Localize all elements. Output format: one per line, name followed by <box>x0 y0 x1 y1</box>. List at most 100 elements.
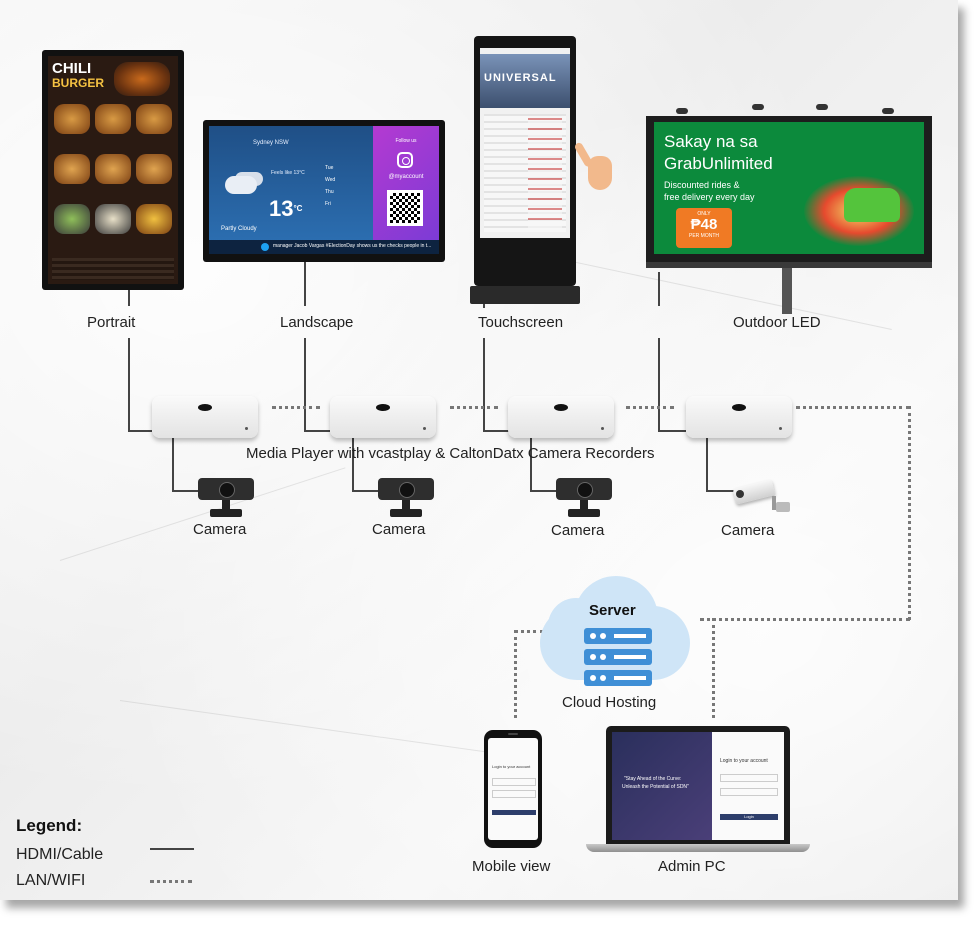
kiosk-hero-text: UNIVERSAL <box>484 72 557 84</box>
feels-like-text: Feels like 13°C <box>271 170 305 176</box>
admin-login-title: Login to your account <box>720 758 768 764</box>
camera-label: Camera <box>193 521 247 538</box>
player-status-led <box>245 427 248 430</box>
news-ticker: manager Jacob Vargas #ElectionDay shows … <box>209 240 439 254</box>
admin-username-field <box>720 774 778 782</box>
menu-title-line2: BURGER <box>52 76 105 90</box>
legend-title: Legend: <box>16 816 83 835</box>
landscape-label: Landscape <box>280 314 354 331</box>
ad-subtext-1: Discounted rides & <box>664 180 740 190</box>
admin-login-button: Login <box>720 814 778 820</box>
hdmi-cable <box>128 290 130 306</box>
menu-price-list <box>52 258 174 280</box>
lan-link <box>908 406 911 620</box>
camera-cable <box>352 438 354 490</box>
camera-label: Camera <box>551 522 605 539</box>
landscape-display: Sydney NSW Feels like 13°C 13°C Partly C… <box>203 120 445 262</box>
legend-lan-label: LAN/WIFI <box>16 872 86 889</box>
outdoor-led-label: Outdoor LED <box>733 314 821 331</box>
webcam-icon <box>198 478 254 522</box>
hdmi-cable <box>483 338 485 430</box>
kiosk-list <box>484 114 566 232</box>
temperature-unit: °C <box>293 204 303 213</box>
billboard-lamp <box>882 108 894 114</box>
price-value: ₱48 <box>690 216 718 233</box>
lan-link <box>796 406 910 409</box>
webcam-icon <box>378 478 434 522</box>
hdmi-cable <box>304 338 306 430</box>
admin-pc-label: Admin PC <box>658 858 726 875</box>
price-prefix: ONLY <box>697 211 711 217</box>
hdmi-cable <box>304 262 306 306</box>
ticker-text: manager Jacob Vargas #ElectionDay shows … <box>273 243 432 249</box>
camera-cable <box>530 438 532 490</box>
hero-burger-image <box>114 62 170 96</box>
player-top-logo <box>198 404 212 411</box>
billboard-lamp <box>816 104 828 110</box>
cloud-icon <box>540 576 690 686</box>
price-suffix: PER MONTH <box>689 233 719 239</box>
lan-link <box>626 406 674 409</box>
cloud-hosting-label: Cloud Hosting <box>562 694 657 711</box>
billboard: Sakay na sa GrabUnlimited Discounted rid… <box>640 104 932 314</box>
legend-hdmi-label: HDMI/Cable <box>16 846 104 863</box>
forecast-list: Tue Wed Thu Fri <box>325 162 369 210</box>
mobile-password-field <box>492 790 536 798</box>
forecast-day: Thu <box>325 189 334 195</box>
hdmi-cable <box>658 430 686 432</box>
server-title: Server <box>589 602 636 619</box>
ad-headline-1: Sakay na sa <box>664 132 758 151</box>
camera-cable <box>172 438 174 490</box>
kiosk-hero-image: UNIVERSAL <box>480 54 570 108</box>
follow-us-text: Follow us <box>395 138 417 144</box>
media-player <box>508 396 614 438</box>
hdmi-cable <box>128 338 130 430</box>
media-player <box>330 396 436 438</box>
hdmi-cable <box>483 430 509 432</box>
player-top-logo <box>376 404 390 411</box>
qr-code-icon <box>387 190 423 226</box>
lan-link <box>700 618 910 621</box>
mobile-login-title: Login to your account <box>492 764 531 769</box>
menu-grid <box>54 104 172 254</box>
forecast-day: Wed <box>325 177 336 183</box>
portrait-display: CHILI BURGER <box>42 50 184 290</box>
menu-title-line1: CHILI <box>52 60 92 77</box>
touchscreen-kiosk: UNIVERSAL <box>470 36 580 306</box>
mobile-username-field <box>492 778 536 786</box>
hdmi-cable <box>483 304 485 308</box>
player-status-led <box>601 427 604 430</box>
lan-link <box>272 406 320 409</box>
legend-hdmi-line <box>150 848 194 850</box>
cctv-camera-icon <box>732 476 792 516</box>
account-handle: @myaccount <box>388 174 424 180</box>
ad-headline-2: GrabUnlimited <box>664 154 773 173</box>
forecast-day: Fri <box>325 201 331 207</box>
admin-login-button-label: Login <box>744 814 754 819</box>
temperature-value: 13 <box>269 196 294 221</box>
camera-label: Camera <box>721 522 775 539</box>
media-player <box>686 396 792 438</box>
weather-city: Sydney NSW <box>253 140 289 146</box>
billboard-lamp <box>752 104 764 110</box>
mobile-view-label: Mobile view <box>472 858 551 875</box>
camera-cable <box>530 490 556 492</box>
camera-cable <box>352 490 378 492</box>
hdmi-cable <box>128 430 152 432</box>
twitter-icon <box>261 243 269 251</box>
lan-link <box>514 630 517 718</box>
touchscreen-label: Touchscreen <box>478 314 564 331</box>
player-status-led <box>779 427 782 430</box>
forecast-day: Tue <box>325 165 334 171</box>
mobile-phone: Login to your account <box>484 730 542 848</box>
laptop: "Stay Ahead of the Curve: Unleash the Po… <box>586 726 810 856</box>
instagram-icon <box>397 152 413 168</box>
weather-condition: Partly Cloudy <box>221 226 257 232</box>
hdmi-cable <box>304 430 330 432</box>
lan-link <box>514 630 544 633</box>
billboard-lamp <box>676 108 688 114</box>
player-top-logo <box>554 404 568 411</box>
billboard-pole <box>782 268 792 314</box>
lan-link <box>712 618 715 718</box>
legend-lan-line <box>150 880 192 883</box>
